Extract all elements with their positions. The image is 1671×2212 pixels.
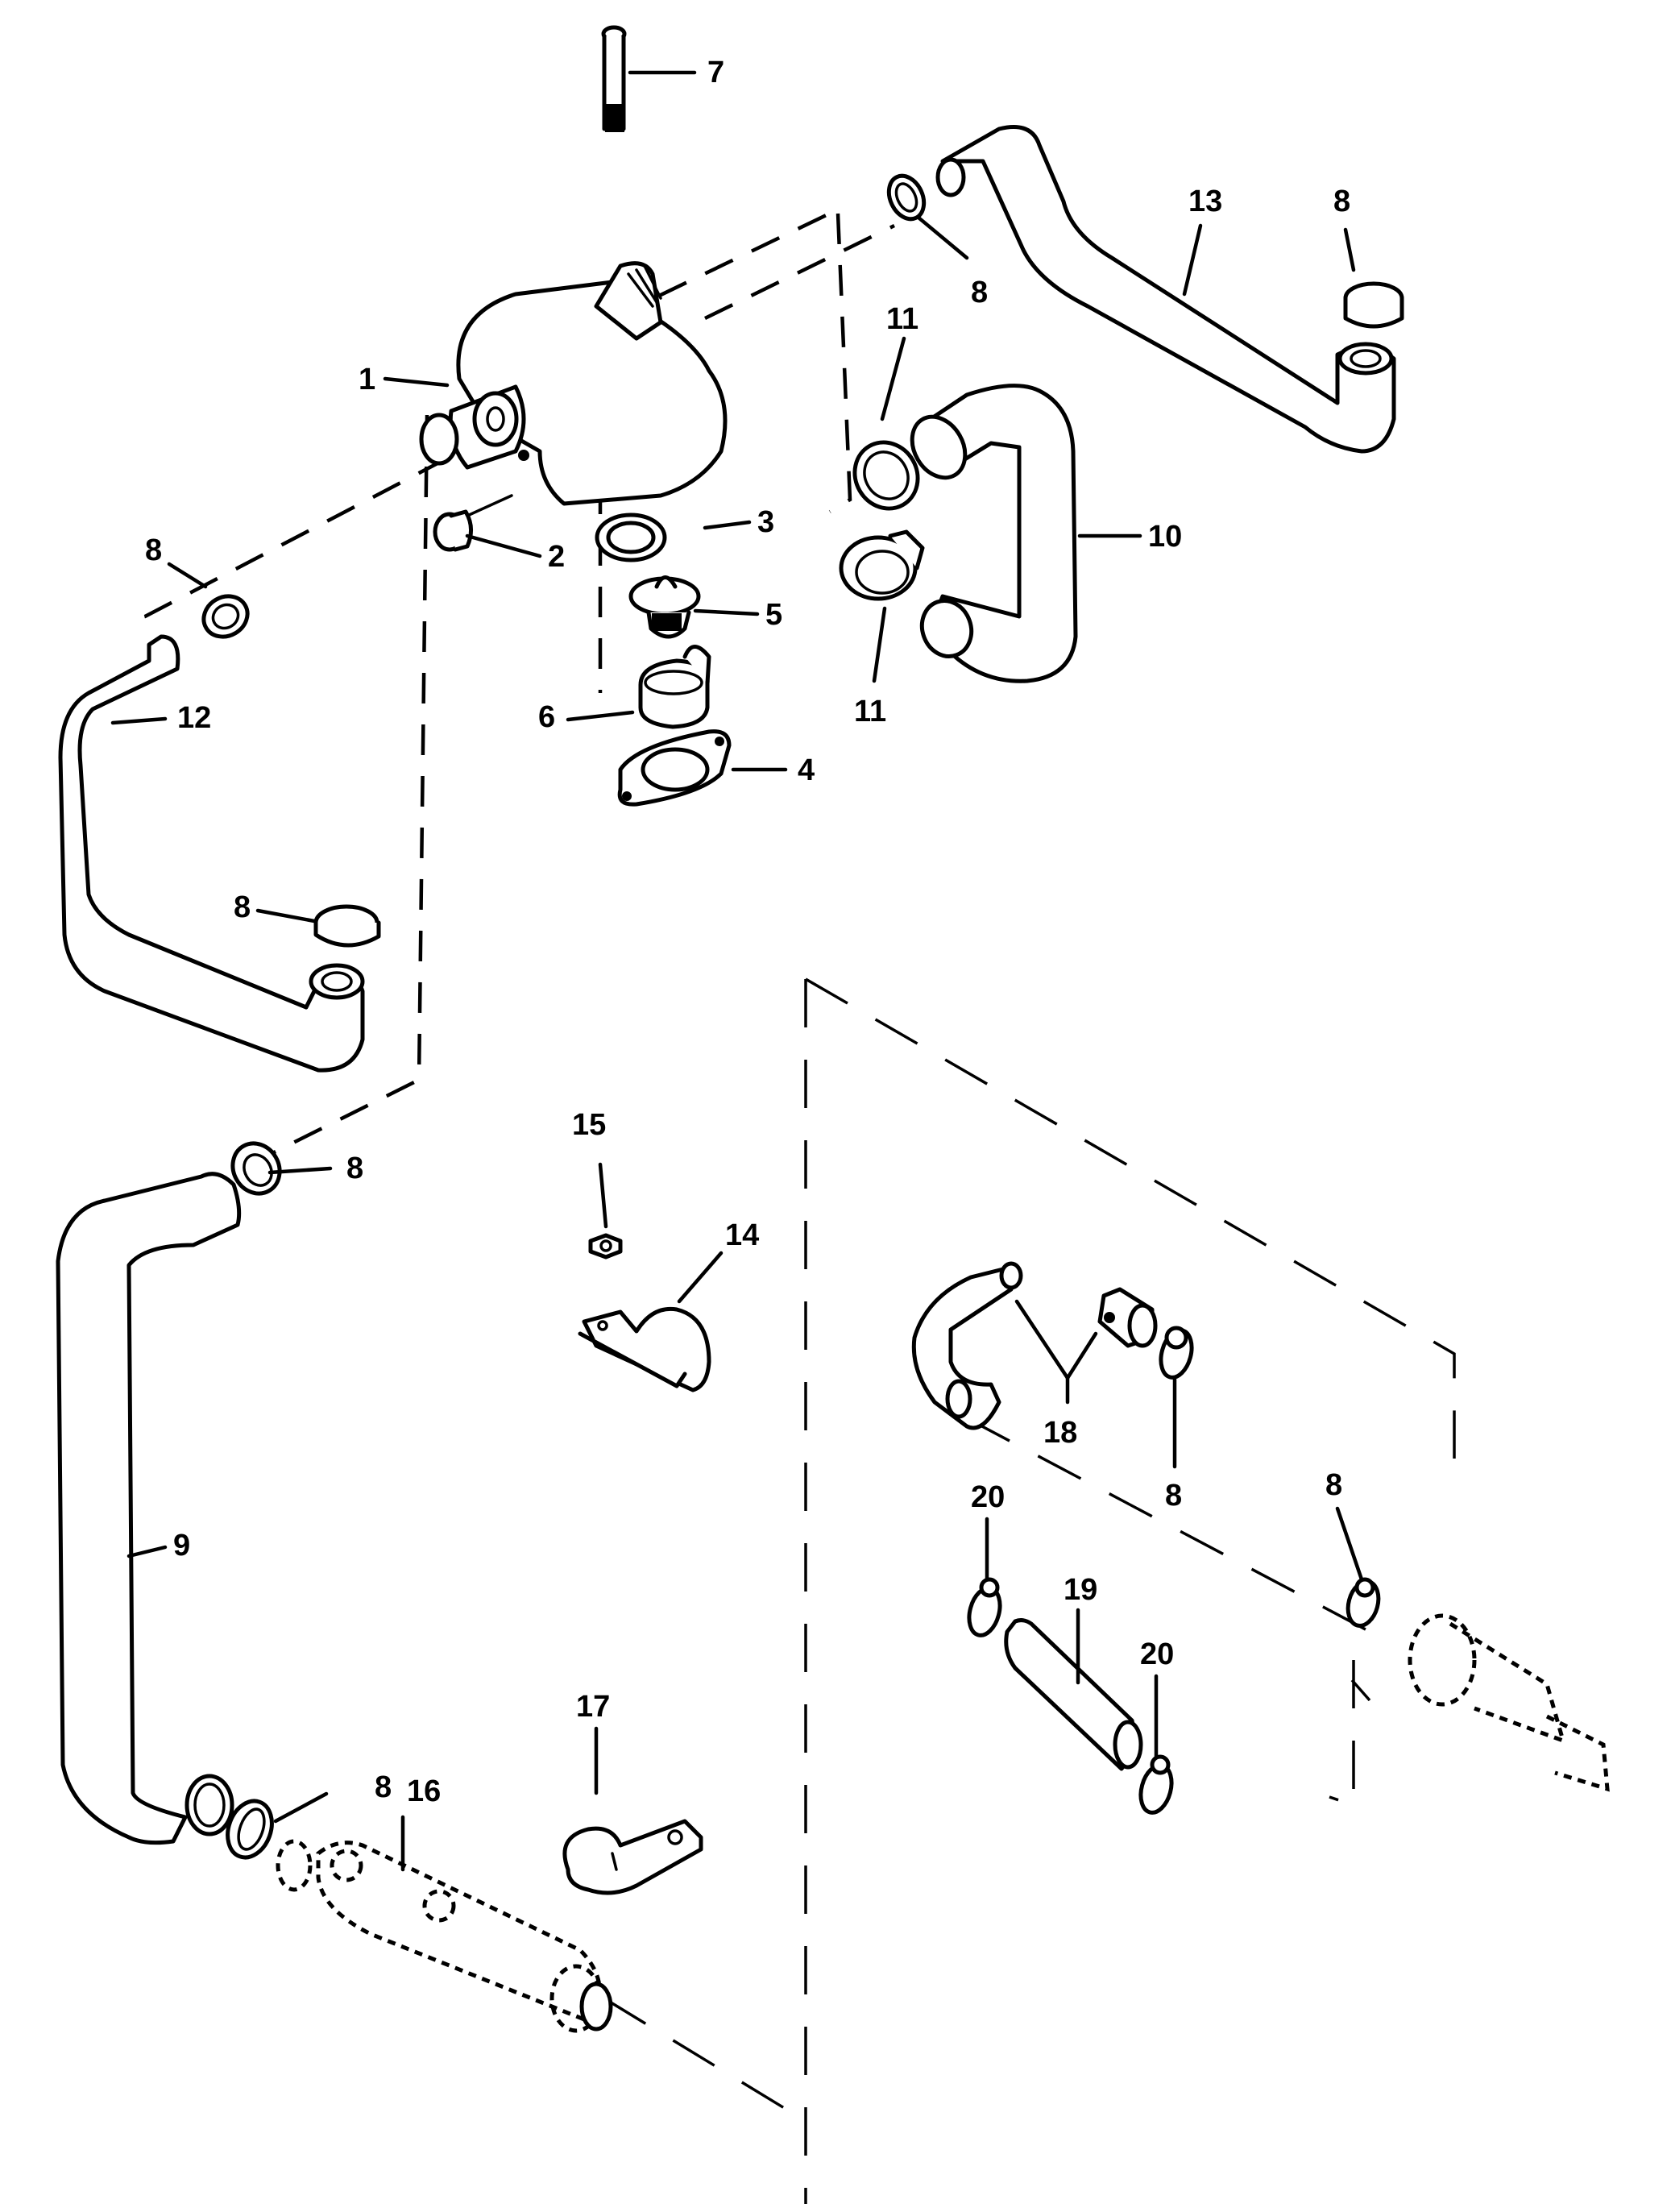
callout-5: 5 — [765, 598, 782, 632]
gasket-part-4[interactable] — [617, 729, 788, 807]
callout-16: 16 — [407, 1774, 441, 1808]
guide-line — [128, 434, 493, 623]
hose-clamp-part-11-upper[interactable] — [843, 336, 930, 520]
callout-13: 13 — [1188, 185, 1222, 218]
bolt-part-7[interactable] — [601, 25, 697, 132]
callout-15: 15 — [572, 1108, 606, 1142]
long-hose-part-9[interactable] — [56, 1172, 242, 1845]
callout-10: 10 — [1148, 520, 1182, 554]
hose-assembly-part-18[interactable] — [911, 1261, 1158, 1430]
callout-8-lower-right: 8 — [1325, 1468, 1342, 1502]
thermostat-housing-part-1[interactable] — [383, 261, 728, 506]
callout-17: 17 — [576, 1690, 610, 1724]
hose-clamp-part-8-9top[interactable] — [224, 1135, 333, 1201]
callout-20-lower: 20 — [1140, 1637, 1174, 1671]
callout-11-upper: 11 — [886, 302, 918, 336]
guide-line — [828, 213, 852, 513]
sleeve-part-6[interactable] — [566, 645, 711, 729]
bent-hose-part-12[interactable] — [58, 634, 365, 1073]
hose-clamp-part-11-lower[interactable] — [839, 529, 925, 683]
seal-ring-part-3[interactable] — [595, 513, 752, 562]
nut-part-15[interactable] — [588, 1162, 623, 1260]
plug-part-2[interactable] — [433, 494, 542, 558]
callout-2: 2 — [548, 540, 565, 574]
callout-8-9top: 8 — [346, 1152, 363, 1185]
callout-9: 9 — [173, 1529, 190, 1563]
hose-clip-part-17[interactable] — [562, 1726, 703, 1895]
callout-4: 4 — [798, 753, 815, 787]
upper-hose-part-13[interactable] — [935, 125, 1396, 454]
hose-clamp-part-8-9bottom[interactable] — [220, 1791, 329, 1864]
hose-bracket-part-14[interactable] — [578, 1251, 724, 1392]
callout-11-lower: 11 — [854, 695, 886, 728]
callout-8-right: 8 — [1333, 185, 1350, 218]
callout-18: 18 — [1043, 1416, 1077, 1450]
callout-3: 3 — [757, 505, 774, 539]
callout-8-box: 8 — [1165, 1479, 1182, 1513]
guide-line — [256, 414, 429, 1163]
guide-line — [704, 223, 895, 321]
heat-exchanger-outline — [1350, 1613, 1610, 1792]
guide-line — [612, 207, 839, 321]
hose-clamp-part-8-right[interactable] — [1343, 227, 1404, 329]
heat-exchanger-tube-part-16[interactable] — [276, 1815, 613, 2033]
small-hose-clamp-part-20-upper[interactable] — [964, 1517, 1005, 1639]
assembly-guide-lines — [128, 207, 1456, 2204]
callout-6: 6 — [538, 700, 555, 734]
callout-12: 12 — [177, 701, 211, 735]
guide-line — [603, 1997, 790, 2113]
thermostat-part-5[interactable] — [628, 575, 760, 639]
hose-clamp-part-8-left[interactable] — [167, 562, 255, 645]
hose-clamp-part-8-mid[interactable] — [255, 904, 381, 948]
callout-19: 19 — [1064, 1573, 1097, 1607]
callout-20-upper: 20 — [971, 1480, 1005, 1514]
callout-8-9bottom: 8 — [375, 1770, 392, 1804]
hose-clamp-part-8-box[interactable] — [1156, 1326, 1196, 1469]
callout-labels: 7 1 2 3 5 6 4 8 13 8 11 10 11 8 12 8 8 9… — [145, 56, 1350, 1808]
callout-1: 1 — [359, 363, 375, 396]
u-hose-part-10[interactable] — [902, 384, 1142, 683]
guide-line — [1329, 1660, 1355, 1807]
callout-8-left: 8 — [145, 533, 162, 567]
callout-8-mid: 8 — [234, 890, 251, 924]
hose-clamp-part-8-upper[interactable] — [882, 170, 969, 260]
guide-line — [966, 1417, 1379, 1637]
straight-hose-part-19[interactable] — [1004, 1608, 1143, 1771]
hose-clamp-part-8-lower-right[interactable] — [1335, 1506, 1383, 1629]
small-hose-clamp-part-20-lower[interactable] — [1136, 1674, 1176, 1816]
callout-14: 14 — [725, 1218, 759, 1252]
callout-7: 7 — [707, 56, 724, 89]
guide-line — [805, 977, 1456, 1459]
callout-8-upper: 8 — [971, 276, 988, 309]
